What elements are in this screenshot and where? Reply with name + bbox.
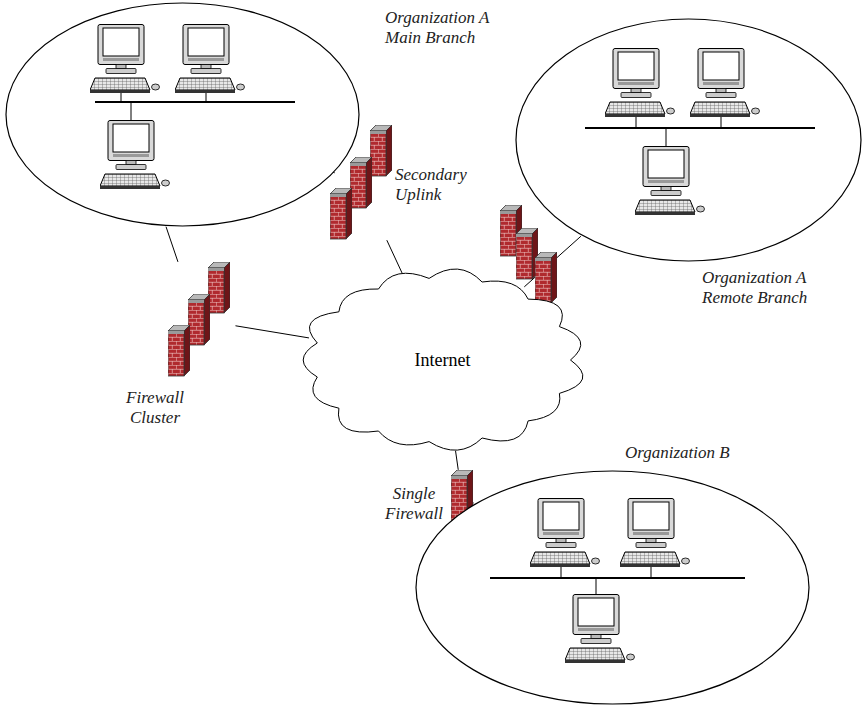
network-drop	[206, 93, 207, 102]
firewall-label-box: Single Firewall	[381, 484, 447, 524]
ellipse-outline	[416, 471, 809, 704]
firewall-label: Firewall Cluster	[126, 388, 184, 427]
branch-ellipse-outline	[515, 18, 862, 262]
computer-icon	[530, 499, 600, 568]
computer-icon	[605, 49, 675, 118]
internet-cloud: Internet	[300, 265, 585, 455]
firewall-label-box: Firewall Cluster	[115, 388, 195, 428]
firewall-icon	[208, 262, 230, 313]
firewall-cluster: Firewall Cluster	[160, 262, 235, 377]
branch-ellipse: Organization A Remote Branch	[515, 18, 862, 262]
network-link	[166, 227, 178, 262]
site-label-box: Organization A Main Branch	[385, 8, 520, 48]
firewall-icon	[350, 157, 372, 208]
firewall-icon	[370, 125, 392, 176]
firewall-cluster-outline	[160, 262, 235, 377]
network-link	[473, 502, 475, 503]
firewall-cluster-outline	[325, 125, 395, 240]
firewall-label: Secondary Uplink	[395, 165, 467, 204]
branch-ellipse-outline	[415, 470, 810, 705]
site-label-box: Organization B	[625, 443, 730, 463]
firewall-label: Single Firewall	[385, 484, 443, 523]
firewall-icon	[168, 325, 190, 376]
branch-ellipse-outline	[5, 2, 360, 227]
computer-icon	[175, 25, 245, 94]
firewall-cluster: Secondary Uplink	[325, 125, 395, 240]
network-drop	[121, 93, 122, 102]
firewall-icon	[535, 252, 557, 303]
cloud-label-box: Internet	[300, 265, 585, 455]
network-drop	[636, 117, 637, 128]
network-bus	[585, 127, 815, 129]
network-bus	[95, 101, 295, 103]
firewall-label-box: Secondary Uplink	[395, 165, 480, 205]
network-drop	[596, 578, 597, 594]
ellipse-outline	[6, 3, 359, 226]
branch-ellipse: Organization A Main Branch	[5, 2, 360, 227]
site-label-box: Organization A Remote Branch	[702, 268, 852, 308]
computer-icon	[90, 25, 160, 94]
computer-icon	[635, 147, 705, 216]
network-drop	[561, 567, 562, 578]
network-link	[235, 326, 309, 338]
network-bus	[490, 577, 745, 579]
firewall-icon	[516, 228, 538, 279]
network-drop	[131, 102, 132, 120]
network-drop	[666, 128, 667, 146]
network-link	[456, 451, 459, 470]
network-drop	[651, 567, 652, 578]
firewall-icon	[330, 188, 352, 239]
site-label: Organization A Remote Branch	[702, 268, 807, 307]
network-drop	[721, 117, 722, 128]
ellipse-outline	[516, 19, 861, 261]
site-label: Organization B	[625, 443, 730, 462]
site-label: Organization A Main Branch	[385, 8, 489, 47]
network-link	[387, 240, 402, 273]
cloud-outline	[303, 269, 583, 450]
branch-ellipse: Organization B	[415, 470, 810, 705]
cloud-label: Internet	[415, 350, 471, 371]
computer-icon	[565, 595, 635, 664]
computer-icon	[690, 49, 760, 118]
firewall-icon	[188, 294, 210, 345]
computer-icon	[620, 499, 690, 568]
computer-icon	[100, 121, 170, 190]
